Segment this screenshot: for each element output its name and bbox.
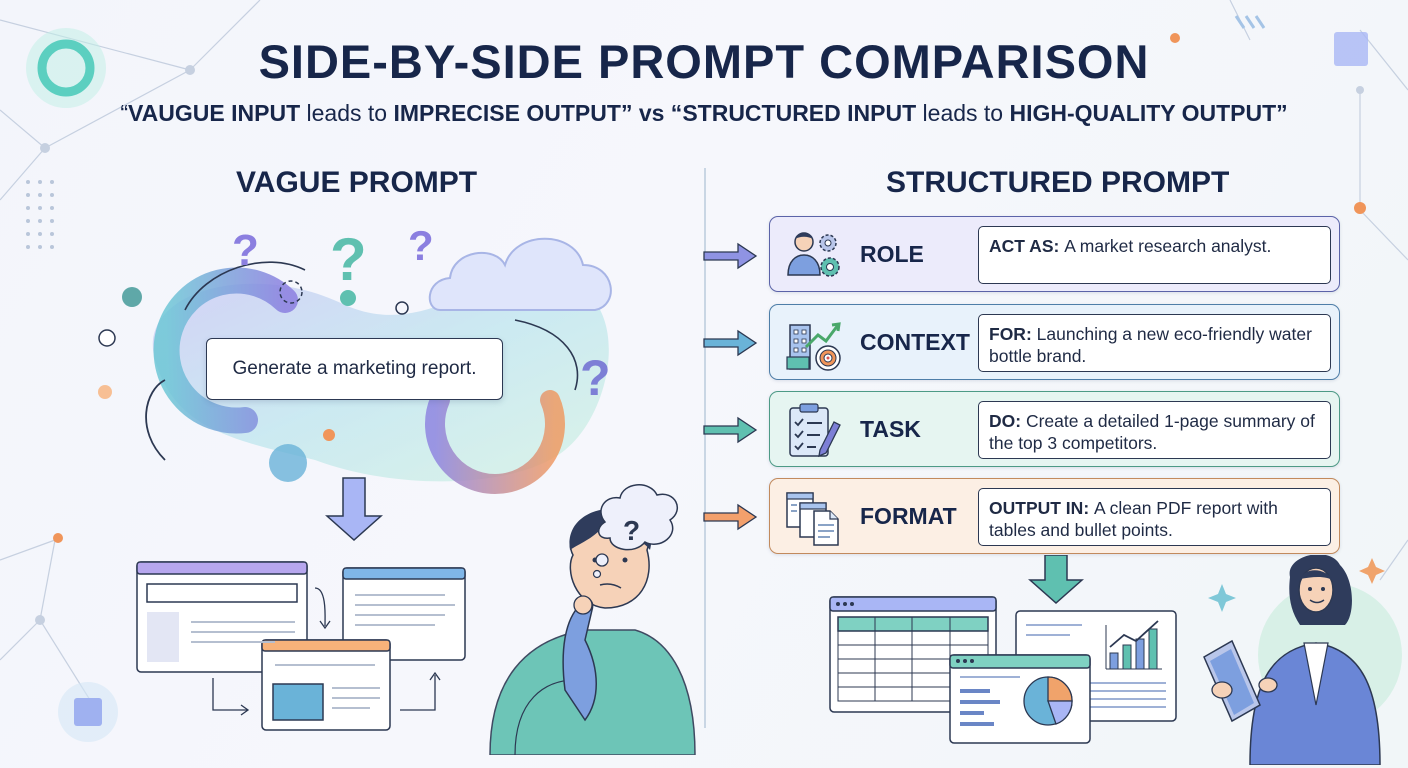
subtitle-vs: ” vs “	[620, 100, 683, 126]
role-key: ACT AS	[989, 236, 1054, 256]
subtitle-imprecise: IMPRECISE OUTPUT	[393, 100, 621, 126]
subtitle-leads-1: leads to	[300, 100, 394, 126]
context-text: Launching a new eco-friendly water bottl…	[989, 324, 1312, 366]
subtitle-high-quality: HIGH-QUALITY OUTPUT	[1009, 100, 1277, 126]
format-label: FORMAT	[860, 503, 957, 529]
format-text-box: OUTPUT IN: A clean PDF report with table…	[978, 488, 1331, 546]
building-target-icon	[784, 313, 844, 373]
role-text: A market research analyst.	[1064, 236, 1272, 256]
page-subtitle: “VAUGUE INPUT leads to IMPRECISE OUTPUT”…	[0, 100, 1408, 127]
clipboard-checklist-icon	[784, 400, 844, 460]
subtitle-open-quote: “	[120, 100, 129, 126]
subtitle-vague-input: VAUGUE INPUT	[128, 100, 301, 126]
page-title: SIDE-BY-SIDE PROMPT COMPARISON	[258, 35, 1150, 88]
vague-illustration: ? ? ? ? ?	[98, 222, 696, 755]
role-gears-icon	[784, 225, 844, 285]
subtitle-close-quote: ”	[1276, 100, 1288, 126]
svg-text:?: ?	[408, 222, 434, 269]
format-card: FORMAT OUTPUT IN: A clean PDF report wit…	[769, 478, 1340, 554]
vague-prompt-heading: VAGUE PROMPT	[236, 166, 478, 199]
column-divider	[704, 168, 706, 728]
svg-text:?: ?	[580, 350, 611, 406]
role-card: ROLE ACT AS: A market research analyst.	[769, 216, 1340, 292]
subtitle-leads-2: leads to	[916, 100, 1010, 126]
task-key: DO	[989, 411, 1016, 431]
context-text-box: FOR: Launching a new eco-friendly water …	[978, 314, 1331, 372]
structured-output-illustration	[829, 555, 1402, 765]
role-label: ROLE	[860, 241, 924, 267]
task-text-box: DO: Create a detailed 1-page summary of …	[978, 401, 1331, 459]
task-label: TASK	[860, 416, 921, 442]
card-arrows	[703, 242, 758, 531]
format-text: A clean PDF report with tables and bulle…	[989, 498, 1278, 540]
documents-icon	[784, 487, 844, 547]
context-key: FOR	[989, 324, 1026, 344]
context-label: CONTEXT	[860, 329, 970, 355]
svg-text:?: ?	[623, 515, 640, 546]
task-text: Create a detailed 1-page summary of the …	[989, 411, 1315, 453]
svg-text:?: ?	[232, 226, 259, 275]
format-key: OUTPUT IN	[989, 498, 1084, 518]
task-card: TASK DO: Create a detailed 1-page summar…	[769, 391, 1340, 467]
structured-prompt-heading: STRUCTURED PROMPT	[886, 166, 1230, 199]
vague-prompt-box: Generate a marketing report.	[206, 338, 503, 400]
svg-text:?: ?	[330, 226, 367, 293]
role-text-box: ACT AS: A market research analyst.	[978, 226, 1331, 284]
subtitle-structured-input: STRUCTURED INPUT	[682, 100, 917, 126]
context-card: CONTEXT FOR: Launching a new eco-friendl…	[769, 304, 1340, 380]
